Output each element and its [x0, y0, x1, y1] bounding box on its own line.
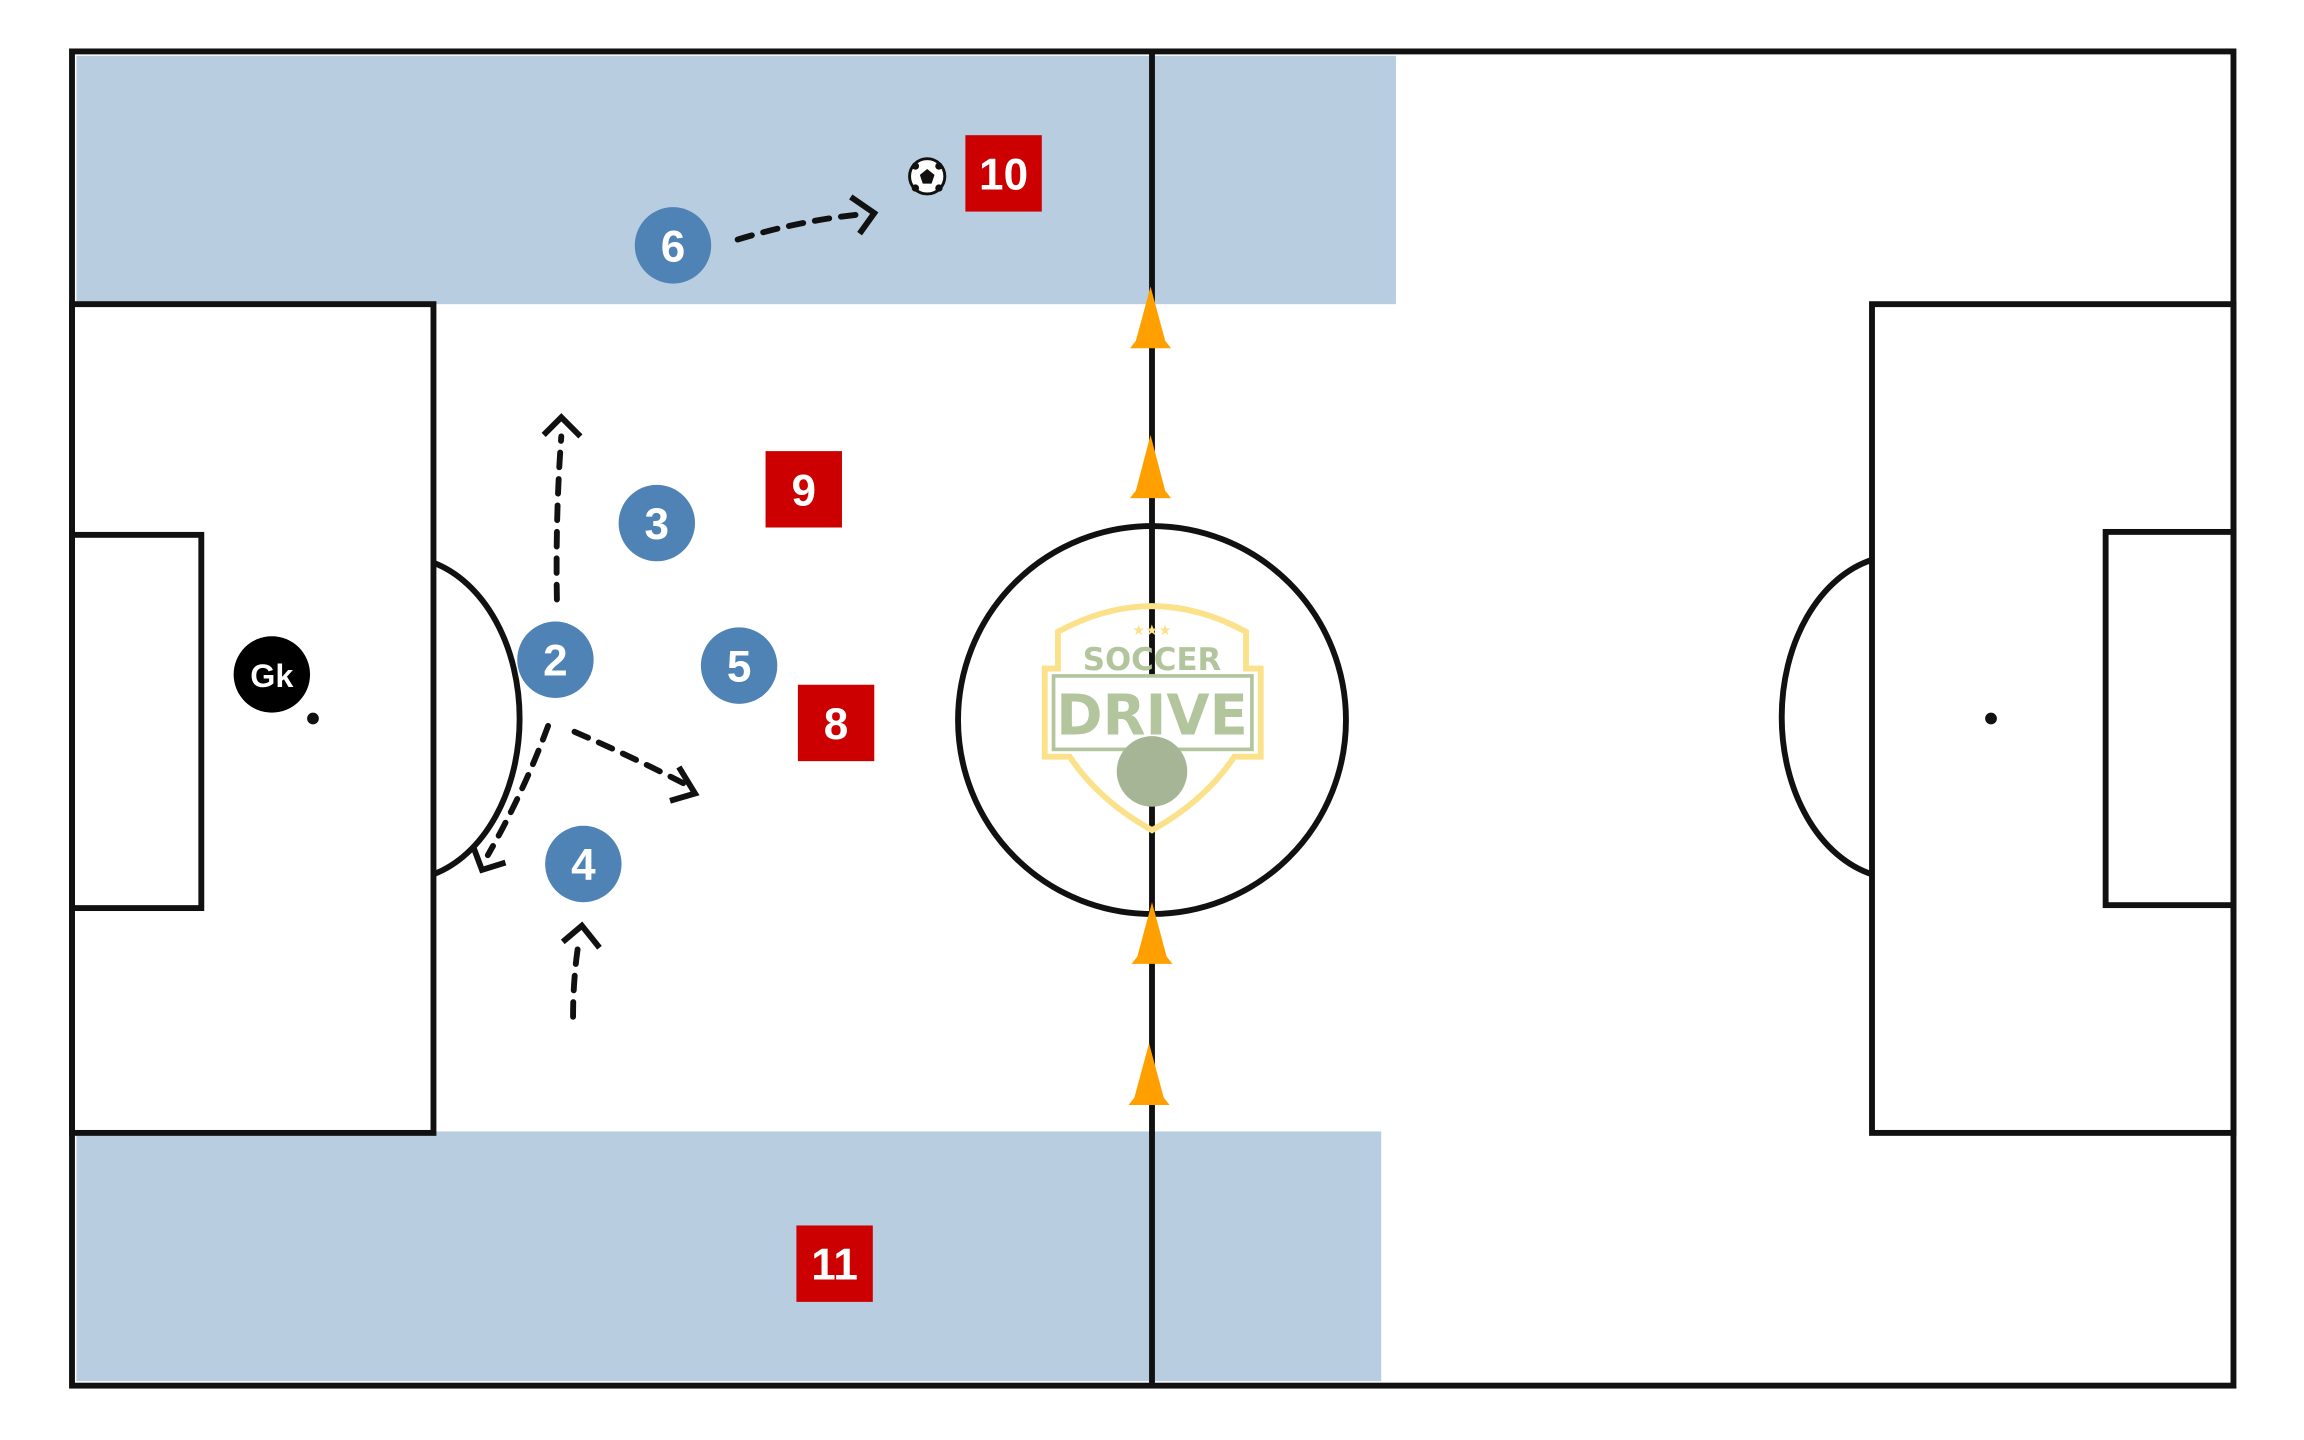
right-goal-box	[2102, 528, 2237, 909]
stars-icon: ★★★	[1132, 623, 1172, 639]
cone-icon	[1129, 434, 1172, 499]
red-player: 11	[796, 1225, 873, 1302]
red-player: 8	[797, 684, 875, 762]
svg-text:4: 4	[571, 841, 596, 890]
cone-icon	[1129, 286, 1172, 349]
svg-text:3: 3	[645, 500, 670, 549]
goalkeeper: Gk	[233, 636, 311, 713]
movement-arrows	[470, 194, 879, 1020]
red-player: 9	[765, 451, 842, 528]
right-penalty-spot	[1985, 712, 1997, 725]
svg-text:8: 8	[824, 700, 849, 749]
left-penalty-arc	[432, 560, 523, 878]
svg-text:2: 2	[543, 637, 568, 686]
bottom-zone	[76, 1131, 1382, 1382]
svg-text:Gk: Gk	[250, 658, 293, 694]
left-penalty-spot	[307, 712, 319, 725]
left-penalty-box	[69, 301, 437, 1136]
svg-text:SOCCER: SOCCER	[1083, 642, 1222, 678]
svg-text:DRIVE: DRIVE	[1056, 684, 1247, 749]
svg-text:11: 11	[811, 1241, 858, 1290]
left-goal-box	[69, 531, 205, 912]
blue-player: 5	[700, 627, 778, 704]
arrow-6-run	[734, 211, 863, 243]
right-penalty-arc	[1778, 557, 1873, 878]
soccer-ball-icon	[908, 157, 947, 196]
arrow-2-back	[484, 722, 552, 859]
soccer-drive-logo: SOCCER DRIVE ★★★	[1041, 603, 1264, 834]
svg-text:9: 9	[791, 466, 816, 515]
blue-player: 3	[618, 484, 696, 562]
arrow-4-run	[570, 937, 582, 1020]
right-penalty-box	[1869, 301, 2237, 1136]
arrow-2-forward	[553, 433, 565, 603]
blue-player: 2	[517, 621, 594, 698]
arrow-2-diagonal	[571, 728, 687, 787]
svg-text:6: 6	[661, 222, 686, 271]
top-zone	[76, 55, 1396, 305]
blue-player: 6	[634, 207, 712, 284]
blue-player: 4	[545, 825, 622, 903]
cones	[1128, 286, 1173, 1105]
red-player: 10	[965, 135, 1042, 212]
svg-text:5: 5	[727, 643, 752, 692]
cone-icon	[1131, 902, 1173, 964]
svg-text:10: 10	[979, 150, 1028, 199]
cone-icon	[1128, 1043, 1170, 1105]
